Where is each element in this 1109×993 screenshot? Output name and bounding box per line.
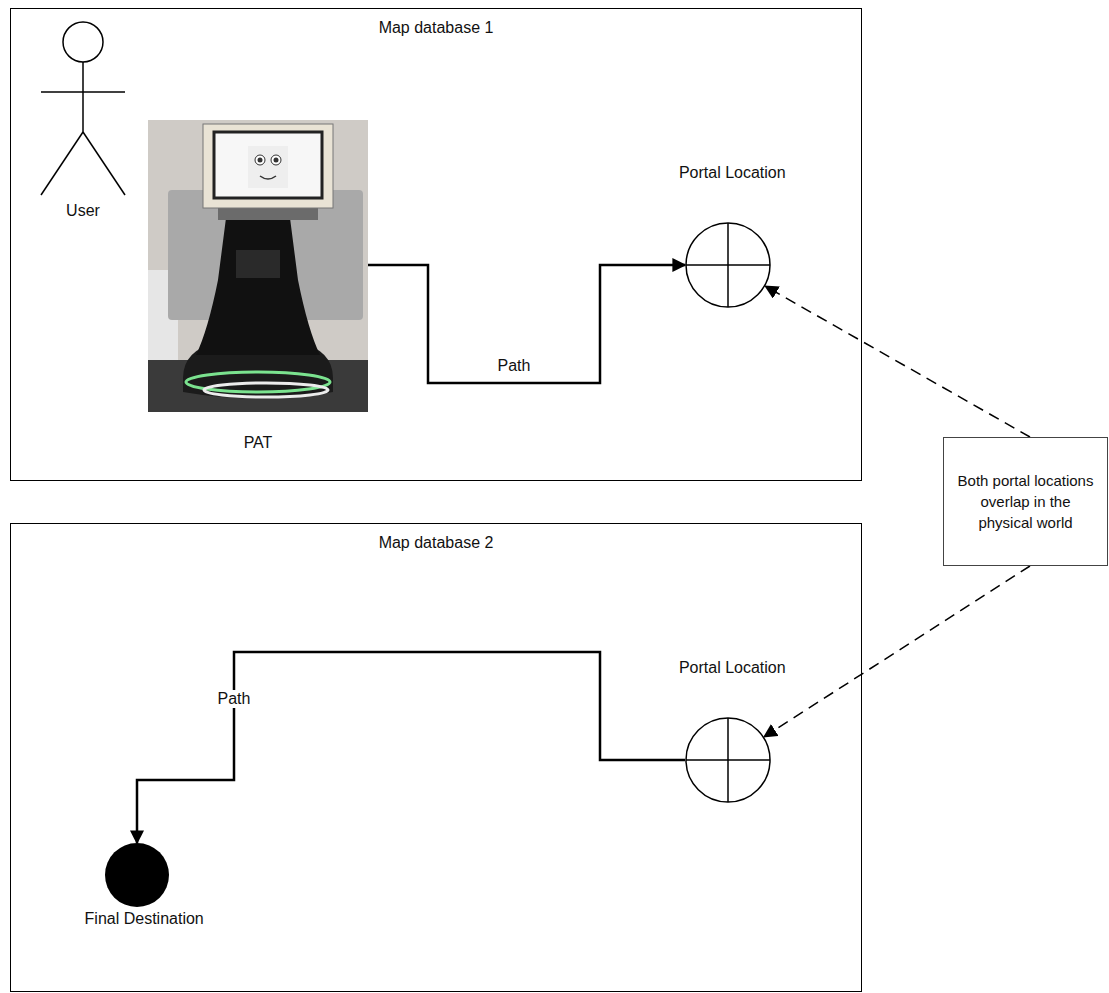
robot-label: PAT — [244, 433, 273, 452]
label-anchor: Portal Location — [679, 658, 786, 677]
label-anchor: User — [66, 201, 100, 220]
portal-circle: Portal Location — [685, 717, 771, 803]
region-title: Map database 2 — [11, 533, 861, 552]
title-anchor: Map database 2 — [11, 533, 861, 552]
map-region: Map database 2 Portal LocationFinal Desti… — [10, 523, 862, 992]
label-anchor: Path — [216, 690, 253, 708]
crosshair-circle — [685, 717, 771, 803]
dashed-arrow — [764, 566, 1030, 737]
note-box: Both portal locations overlap in the phy… — [943, 437, 1108, 566]
title-anchor: Map database 1 — [11, 18, 861, 37]
label-anchor: Portal Location — [679, 163, 786, 182]
crosshair-circle — [685, 222, 771, 308]
stick-figure — [40, 20, 126, 196]
map-region: Map database 1UserPATPortal Location — [10, 8, 862, 481]
filled-circle — [105, 843, 169, 907]
portal-circle: Portal Location — [685, 222, 771, 308]
dashed-arrow — [765, 286, 1030, 437]
path-arrow — [368, 265, 685, 383]
portal-label: Portal Location — [679, 658, 786, 677]
label-anchor: Final Destination — [85, 909, 204, 928]
note-text: Both portal locations overlap in the phy… — [954, 470, 1097, 533]
robot-illustration — [148, 120, 368, 412]
label-anchor: PAT — [244, 433, 273, 452]
portal-label: Portal Location — [679, 163, 786, 182]
destination-label: Final Destination — [85, 909, 204, 928]
destination-dot: Final Destination — [105, 843, 169, 907]
robot-photo: PAT — [148, 120, 368, 412]
region-title: Map database 1 — [11, 18, 861, 37]
label-anchor: Path — [496, 357, 533, 375]
edge-label: Path — [216, 690, 253, 708]
actor-figure: User — [40, 20, 126, 196]
actor-label: User — [66, 201, 100, 220]
edge-label: Path — [496, 357, 533, 375]
path-arrow — [137, 652, 685, 843]
